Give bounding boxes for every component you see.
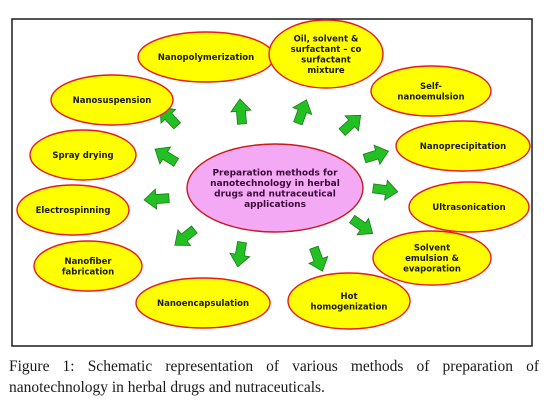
node-label-nanopolymerization: Nanopolymerization: [158, 53, 254, 63]
arrow-7: [349, 214, 374, 236]
node-electrospinning: Electrospinning: [16, 184, 130, 236]
node-label-line: Nanoencapsulation: [157, 299, 249, 309]
node-label-line: Nanofiber: [64, 257, 112, 267]
node-label-line: Solvent: [414, 244, 450, 254]
arrow-10: [174, 225, 198, 246]
node-label-line: Hot: [340, 292, 357, 302]
node-label-nanoprecipitation: Nanoprecipitation: [420, 142, 506, 152]
figure-caption: Figure 1: Schematic representation of va…: [9, 356, 539, 398]
node-ellipse-nanosuspension: [50, 74, 174, 126]
node-label-line: Electrospinning: [36, 206, 111, 216]
arrow-4: [338, 114, 362, 136]
arrow-12: [154, 146, 180, 167]
node-ellipse-ultrasonication: [408, 181, 530, 233]
node-label-line: Ultrasonication: [432, 203, 505, 213]
caption-label: Figure 1:: [9, 358, 75, 375]
node-ellipse-oil-solvent: [268, 19, 384, 89]
node-ellipse-spray-drying: [29, 129, 137, 181]
node-ellipse-self-nanoemulsion: [370, 65, 492, 117]
node-ellipse-nanoencapsulation: [135, 277, 271, 329]
node-nanoencapsulation: Nanoencapsulation: [135, 277, 271, 329]
node-ellipse-electrospinning: [16, 184, 130, 236]
arrow-5: [362, 144, 390, 166]
node-ellipse-nanofiber: [33, 240, 143, 292]
node-label-electrospinning: Electrospinning: [36, 206, 111, 216]
center-label-line: applications: [244, 200, 306, 210]
node-label-nanosuspension: Nanosuspension: [73, 96, 152, 106]
center-label-line: Preparation methods for: [212, 168, 338, 178]
node-label-line: fabrication: [62, 267, 114, 277]
center-ellipse: [186, 143, 364, 233]
node-nanopolymerization: Nanopolymerization: [137, 31, 275, 83]
node-nanoprecipitation: Nanoprecipitation: [395, 120, 531, 172]
node-label-line: surfactant: [301, 55, 351, 65]
node-label-line: surfactant – co: [291, 45, 362, 55]
center-label-line: nanotechnology in herbal: [210, 179, 340, 189]
node-nanosuspension: Nanosuspension: [50, 74, 174, 126]
node-label-line: nanoemulsion: [397, 92, 464, 102]
caption-text: Schematic representation of various meth…: [9, 358, 540, 396]
arrow-8: [308, 245, 329, 272]
node-ultrasonication: Ultrasonication: [408, 181, 530, 233]
arrow-6: [372, 179, 399, 201]
node-label-line: Spray drying: [52, 151, 113, 161]
node-label-self-nanoemulsion: Self-nanoemulsion: [397, 82, 464, 103]
node-label-line: Nanoprecipitation: [420, 142, 506, 152]
node-spray-drying: Spray drying: [29, 129, 137, 181]
node-ellipse-solvent-emulsion: [372, 230, 492, 286]
arrows-layer: [143, 98, 399, 272]
arrow-2: [230, 98, 252, 125]
node-label-line: mixture: [307, 66, 345, 76]
node-label-spray-drying: Spray drying: [52, 151, 113, 161]
arrow-9: [229, 240, 251, 268]
center-label-line: drugs and nutraceutical: [214, 189, 336, 199]
node-label-line: homogenization: [311, 302, 388, 312]
node-ellipse-nanoprecipitation: [395, 120, 531, 172]
node-label-line: emulsion &: [405, 254, 459, 264]
node-label-line: Nanosuspension: [73, 96, 152, 106]
node-label-ultrasonication: Ultrasonication: [432, 203, 505, 213]
arrow-11: [143, 188, 170, 210]
node-label-line: Oil, solvent &: [294, 34, 359, 44]
node-ellipse-hot-homogenization: [287, 272, 411, 330]
node-label-line: Self-: [420, 82, 442, 92]
node-label-nanoencapsulation: Nanoencapsulation: [157, 299, 249, 309]
node-label-line: Nanopolymerization: [158, 53, 254, 63]
arrow-3: [292, 99, 313, 126]
node-self-nanoemulsion: Self-nanoemulsion: [370, 65, 492, 117]
node-label-line: evaporation: [403, 265, 461, 275]
